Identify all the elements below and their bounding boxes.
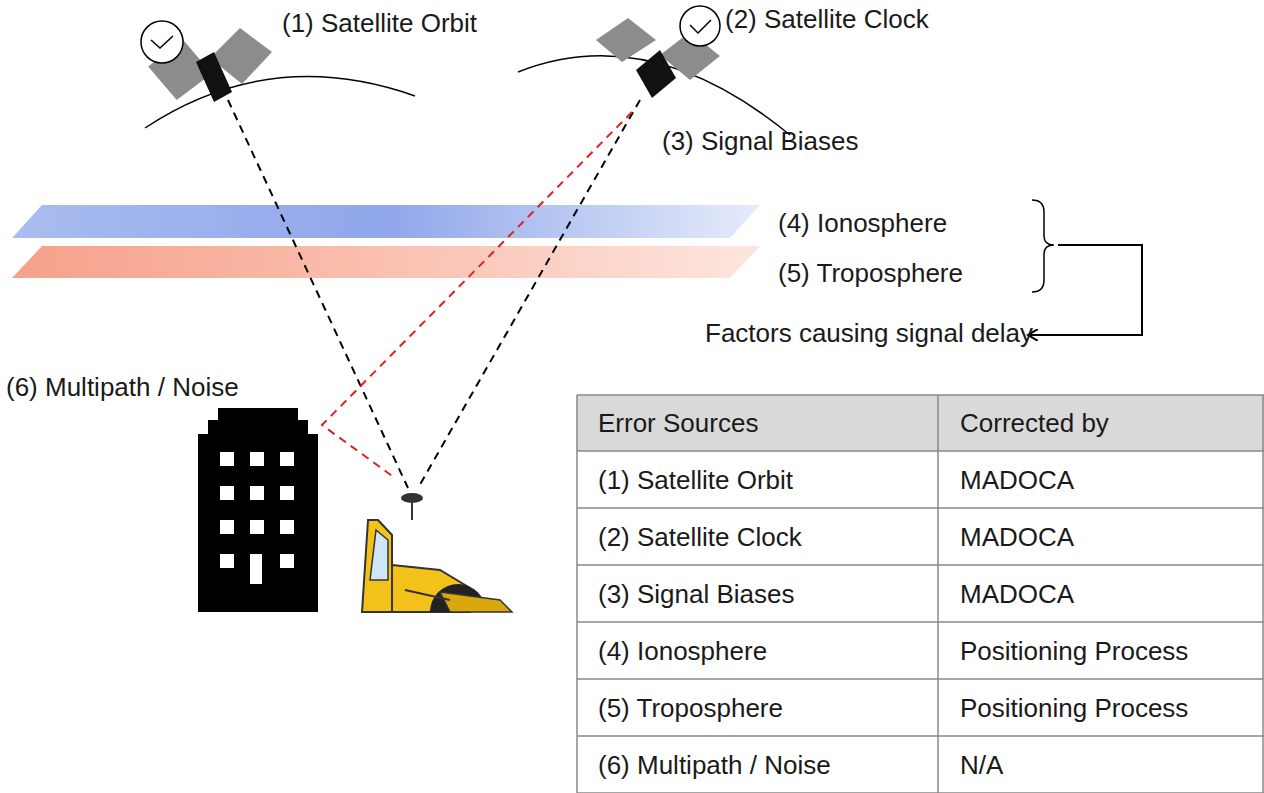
table-cell: Positioning Process	[960, 636, 1188, 666]
table-line	[577, 678, 1264, 680]
satellite-label: (1) Satellite Orbit	[282, 8, 477, 38]
window	[250, 486, 264, 500]
table-line	[576, 395, 578, 793]
satellite	[141, 21, 272, 105]
table-line	[577, 735, 1264, 737]
construction-vehicle	[362, 520, 512, 612]
table-cell: MADOCA	[960, 579, 1074, 609]
satellite-label: (3) Signal Biases	[662, 126, 859, 156]
window	[220, 486, 234, 500]
window	[250, 452, 264, 466]
window	[280, 520, 294, 534]
window	[220, 520, 234, 534]
table-cell: MADOCA	[960, 465, 1074, 495]
layer-label: (5) Troposphere	[778, 258, 963, 288]
window	[280, 452, 294, 466]
table-line	[937, 395, 939, 793]
antenna	[401, 493, 423, 503]
window	[220, 554, 234, 568]
window	[280, 486, 294, 500]
table-cell: (1) Satellite Orbit	[598, 465, 793, 495]
table-line	[577, 792, 1264, 793]
layer-label: (4) Ionosphere	[778, 208, 947, 238]
window	[280, 554, 294, 568]
table-line	[577, 507, 1264, 509]
window	[220, 452, 234, 466]
table-line	[577, 394, 1264, 396]
note-label: Factors causing signal delay	[705, 318, 1033, 348]
table-line	[577, 564, 1264, 566]
table-line	[1262, 395, 1264, 793]
ionosphere-band	[12, 205, 760, 238]
table-cell: N/A	[960, 750, 1003, 780]
bracket	[1032, 200, 1054, 292]
table-line	[577, 450, 1264, 452]
table-cell: MADOCA	[960, 522, 1074, 552]
table-grid	[577, 395, 1264, 793]
table-cell: (6) Multipath / Noise	[598, 750, 831, 780]
table-line	[577, 621, 1264, 623]
troposphere-band	[12, 246, 760, 278]
arrow	[1028, 245, 1142, 335]
table-cell: (5) Troposphere	[598, 693, 783, 723]
table-cell: Positioning Process	[960, 693, 1188, 723]
antenna-pole	[411, 503, 413, 520]
window	[250, 554, 262, 584]
table-cell: (2) Satellite Clock	[598, 522, 802, 552]
satellite	[596, 6, 720, 98]
building	[198, 408, 318, 612]
window	[250, 520, 264, 534]
table-cell: (4) Ionosphere	[598, 636, 767, 666]
satellite-label: (2) Satellite Clock	[725, 4, 929, 34]
table-header: Error Sources	[598, 408, 758, 438]
table-cell: (3) Signal Biases	[598, 579, 795, 609]
error-label: (6) Multipath / Noise	[6, 372, 239, 402]
table-header: Corrected by	[960, 408, 1109, 438]
